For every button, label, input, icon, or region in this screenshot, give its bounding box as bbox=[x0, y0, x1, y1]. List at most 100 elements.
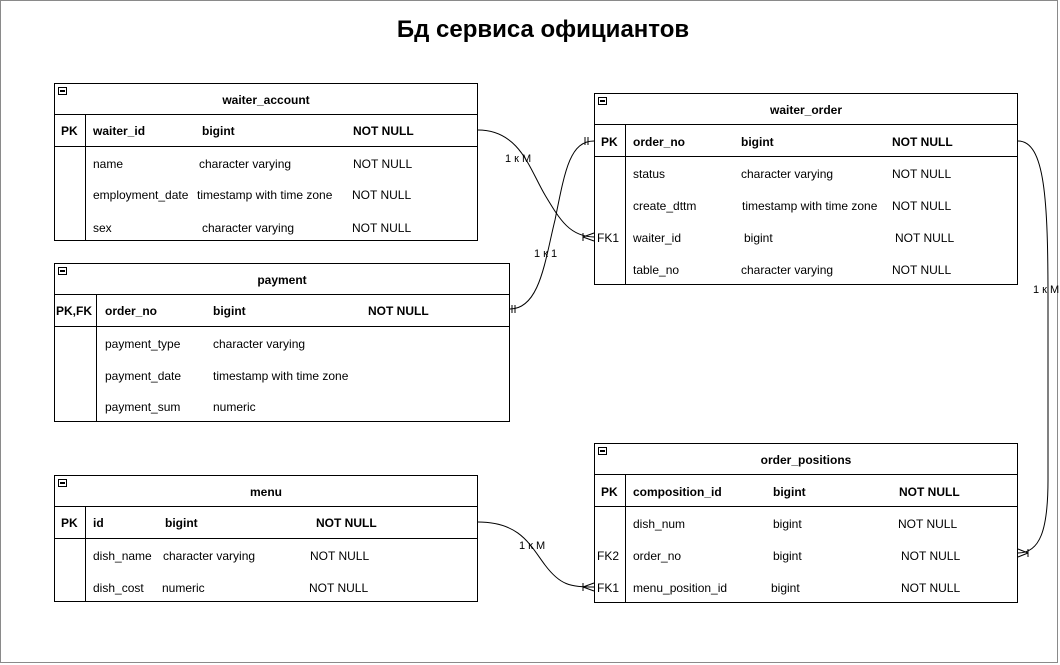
column-name: dish_name bbox=[93, 549, 152, 563]
table-name: payment bbox=[257, 273, 307, 287]
column-type: numeric bbox=[162, 581, 205, 595]
table-body: status character varying NOT NULL create… bbox=[595, 157, 1017, 284]
column-null: NOT NULL bbox=[892, 263, 952, 277]
table-body: dish_num bigint NOT NULL FK2 order_no bi… bbox=[595, 507, 1017, 602]
one-one-mark-icon bbox=[584, 137, 589, 145]
table-body: name character varying NOT NULL employme… bbox=[55, 147, 477, 240]
column-name: create_dttm bbox=[633, 199, 697, 213]
column-name: composition_id bbox=[633, 485, 722, 499]
column-null: NOT NULL bbox=[901, 581, 961, 595]
column-name: waiter_id bbox=[633, 231, 682, 245]
column-type: bigint bbox=[744, 231, 773, 245]
table-name: waiter_order bbox=[769, 103, 843, 117]
table-order-positions[interactable]: order_positions PK composition_id bigint… bbox=[594, 443, 1018, 603]
column-type: bigint bbox=[213, 304, 246, 318]
diagram-title: Бд сервиса официантов bbox=[396, 16, 690, 43]
table-payment[interactable]: payment PK,FK order_no bigint NOT NULL p… bbox=[54, 263, 510, 422]
table-waiter-order[interactable]: waiter_order PK order_no bigint NOT NULL… bbox=[594, 93, 1018, 285]
column-type: bigint bbox=[202, 124, 235, 138]
column-name: dish_num bbox=[633, 517, 686, 531]
relation-label: 1 к М bbox=[519, 540, 546, 552]
column-null: NOT NULL bbox=[352, 221, 412, 235]
table-header: waiter_account bbox=[55, 84, 477, 115]
column-name: sex bbox=[93, 221, 112, 235]
collapse-icon[interactable] bbox=[58, 267, 67, 275]
pk-row: PK,FK order_no bigint NOT NULL bbox=[55, 295, 509, 327]
edge-payment-order bbox=[509, 140, 595, 310]
edge-order-positions bbox=[1017, 140, 1049, 554]
column-name: payment_sum bbox=[105, 400, 181, 414]
collapse-icon[interactable] bbox=[598, 97, 607, 105]
table-header: menu bbox=[55, 476, 477, 507]
one-one-mark-icon bbox=[511, 305, 516, 313]
column-null: NOT NULL bbox=[353, 124, 414, 138]
column-null: NOT NULL bbox=[316, 516, 377, 530]
column-null: NOT NULL bbox=[901, 549, 961, 563]
key-label: FK1 bbox=[597, 231, 620, 245]
relation-label: 1 к М bbox=[505, 153, 532, 165]
table-body: dish_name character varying NOT NULL dis… bbox=[55, 539, 477, 601]
table-header: order_positions bbox=[595, 444, 1017, 475]
column-name: order_no bbox=[105, 304, 158, 318]
pk-row: PK order_no bigint NOT NULL bbox=[595, 125, 1017, 157]
collapse-icon[interactable] bbox=[58, 479, 67, 487]
column-name: dish_cost bbox=[93, 581, 144, 595]
column-null: NOT NULL bbox=[309, 581, 369, 595]
column-type: character varying bbox=[202, 221, 295, 235]
column-name: status bbox=[633, 167, 666, 181]
key-label: PK bbox=[61, 124, 78, 138]
column-name: payment_type bbox=[105, 337, 181, 351]
column-type: timestamp with time zone bbox=[197, 188, 333, 202]
column-type: character varying bbox=[163, 549, 256, 563]
column-name: id bbox=[93, 516, 104, 530]
collapse-icon[interactable] bbox=[58, 87, 67, 95]
column-null: NOT NULL bbox=[892, 135, 953, 149]
column-null: NOT NULL bbox=[892, 199, 952, 213]
column-type: bigint bbox=[771, 581, 800, 595]
column-null: NOT NULL bbox=[899, 485, 960, 499]
column-null: NOT NULL bbox=[310, 549, 370, 563]
key-label: PK bbox=[61, 516, 78, 530]
column-null: NOT NULL bbox=[895, 231, 955, 245]
column-name: order_no bbox=[633, 135, 686, 149]
key-label: FK2 bbox=[597, 549, 620, 563]
column-null: NOT NULL bbox=[892, 167, 952, 181]
column-type: bigint bbox=[741, 135, 774, 149]
table-waiter-account[interactable]: waiter_account PK waiter_id bigint NOT N… bbox=[54, 83, 478, 241]
column-type: numeric bbox=[213, 400, 256, 414]
column-name: order_no bbox=[633, 549, 682, 563]
column-name: waiter_id bbox=[93, 124, 146, 138]
edge-account-order bbox=[477, 129, 596, 238]
crowfoot-many-icon bbox=[1017, 548, 1029, 558]
table-header: payment bbox=[55, 264, 509, 295]
column-name: payment_date bbox=[105, 369, 182, 383]
relation-label: 1 к 1 bbox=[534, 248, 558, 260]
table-body: payment_type character varying payment_d… bbox=[55, 327, 509, 421]
pk-row: PK waiter_id bigint NOT NULL bbox=[55, 115, 477, 147]
table-name: waiter_account bbox=[222, 93, 310, 107]
table-name: order_positions bbox=[760, 453, 852, 467]
column-type: bigint bbox=[773, 549, 802, 563]
column-name: menu_position_id bbox=[633, 581, 728, 595]
table-menu[interactable]: menu PK id bigint NOT NULL dish_name cha… bbox=[54, 475, 478, 602]
column-type: bigint bbox=[773, 485, 806, 499]
column-type: character varying bbox=[741, 263, 834, 277]
edge-menu-positions bbox=[477, 521, 595, 588]
column-type: bigint bbox=[773, 517, 802, 531]
crowfoot-many-icon bbox=[582, 582, 595, 592]
key-label: PK,FK bbox=[56, 304, 92, 318]
relation-label: 1 к М bbox=[1033, 284, 1060, 296]
pk-row: PK composition_id bigint NOT NULL bbox=[595, 475, 1017, 507]
column-type: timestamp with time zone bbox=[742, 199, 878, 213]
column-null: NOT NULL bbox=[353, 157, 413, 171]
column-null: NOT NULL bbox=[898, 517, 958, 531]
column-name: employment_date bbox=[93, 188, 189, 202]
key-label: PK bbox=[601, 135, 618, 149]
collapse-icon[interactable] bbox=[598, 447, 607, 455]
column-type: bigint bbox=[165, 516, 198, 530]
column-type: timestamp with time zone bbox=[213, 369, 349, 383]
pk-row: PK id bigint NOT NULL bbox=[55, 507, 477, 539]
key-label: PK bbox=[601, 485, 618, 499]
